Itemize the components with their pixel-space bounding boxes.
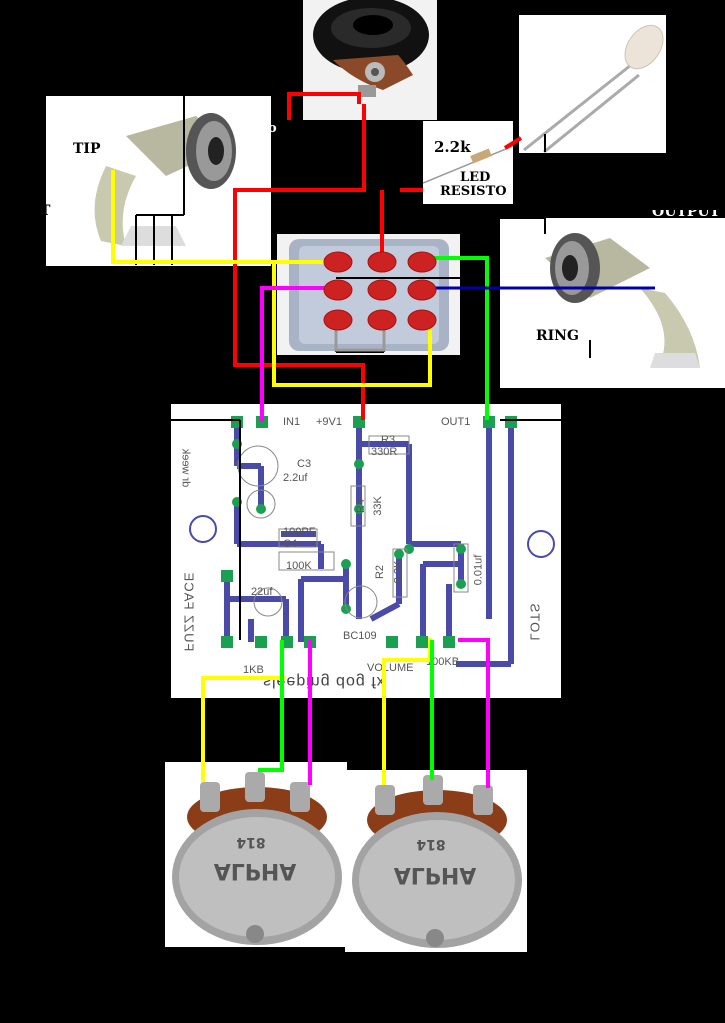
to-label: to (262, 121, 277, 136)
led-photo (519, 15, 666, 153)
pcb-label-out1: OUT1 (441, 416, 471, 428)
pcb-board: IN1 +9V1 OUT1 R3 330R C3 2.2uf 33K R4 10… (171, 404, 561, 698)
tip-label: TIP (73, 141, 101, 157)
tip-left-label: T (40, 203, 51, 219)
pcb-label-c3-value: 2.2uf (283, 472, 308, 484)
pcb-label-pot1: 1KB (243, 664, 264, 676)
pcb-label-c2-value: 22uf (251, 586, 273, 598)
ring-label: RING (536, 328, 579, 344)
led-label-2: RESISTO (440, 184, 507, 199)
pot-volume-photo: ALPHA 814 (345, 770, 527, 952)
pcb-label-r3-value: 330R (371, 446, 398, 458)
pcb-label-c3: C3 (297, 458, 312, 470)
pcb-label-c4: C4 (283, 538, 298, 550)
pcb-label-9v: +9V1 (316, 416, 342, 428)
pcb-label-r1-value: 100K (286, 560, 312, 572)
output-jack-photo (500, 218, 725, 388)
dc-jack-photo (303, 0, 437, 120)
pcb-label-pot2-name: VOLUME (367, 662, 414, 674)
pcb-label-transistor: BC109 (343, 630, 377, 642)
pot-gain-photo: ALPHA 814 (165, 762, 347, 947)
pcb-label-pot2: 100KB (426, 656, 460, 668)
output-label: OUTPUT (652, 204, 720, 220)
pcb-label-r3: R3 (381, 434, 396, 446)
pcb-label-c4-value: 100PF (283, 526, 316, 538)
resistor-photo (423, 121, 513, 204)
resistor-value-label: 2.2k (434, 138, 471, 156)
pcb-label-in1: IN1 (283, 416, 301, 428)
led-label-1: LED (460, 170, 491, 185)
